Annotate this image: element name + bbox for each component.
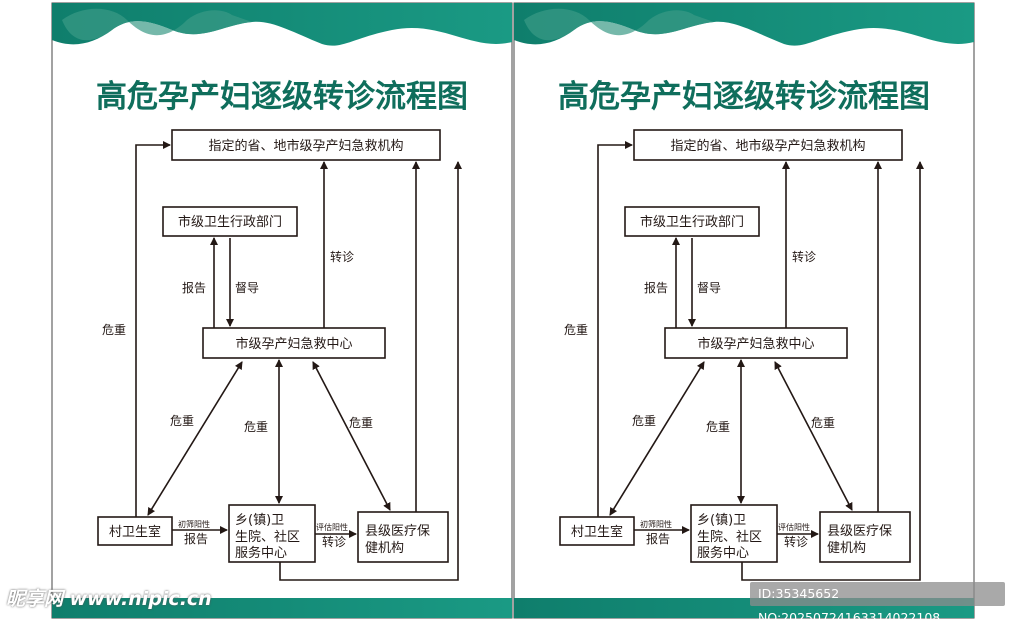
box-village	[97, 516, 173, 546]
arrow-village-to-top	[135, 141, 171, 517]
label-critical-2: 危重	[706, 420, 730, 434]
arrow-county-center	[312, 361, 391, 511]
box-center-label: 市级孕产妇急救中心	[697, 336, 814, 352]
arrow-township-to-top	[741, 161, 924, 581]
arrow-township-to-top	[279, 161, 462, 581]
box-admin-label: 市级卫生行政部门	[178, 214, 282, 230]
box-village-label: 村卫生室	[109, 524, 161, 540]
label-critical-2: 危重	[244, 420, 268, 434]
box-county-label-2: 健机构	[827, 541, 866, 556]
box-village-label: 村卫生室	[571, 524, 623, 540]
box-center-label: 市级孕产妇急救中心	[235, 336, 352, 352]
label-critical-left: 危重	[102, 323, 126, 337]
label-screen-report: 报告	[184, 531, 208, 546]
box-top-institution	[633, 129, 903, 161]
box-county	[819, 511, 911, 563]
label-report: 报告	[182, 280, 206, 295]
arrow-village-to-top	[597, 141, 633, 517]
watermark-id: ID:35345652 NO:20250724163314022108	[750, 582, 1005, 625]
label-supervise: 督导	[235, 280, 259, 295]
wave-decoration-light	[62, 8, 252, 41]
box-township	[228, 504, 316, 563]
label-transfer: 转诊	[792, 249, 816, 264]
wave-decoration	[514, 3, 974, 46]
box-county	[357, 511, 449, 563]
poster-panel: 高危孕产妇逐级转诊流程图 指定的省、地市级孕产妇急救机构 市级卫生行政部门 市级…	[513, 2, 975, 619]
box-top-label: 指定的省、地市级孕产妇急救机构	[208, 138, 403, 154]
box-township-label-2: 生院、社区	[697, 529, 762, 545]
label-assess-transfer: 转诊	[322, 534, 346, 549]
label-screen-report: 报告	[646, 531, 670, 546]
label-screen-positive: 初筛阳性	[178, 519, 210, 529]
box-township	[690, 504, 778, 563]
box-county-label-1: 县级医疗保	[365, 524, 430, 539]
label-report: 报告	[644, 280, 668, 295]
watermark-site: 昵享网 www.nipic.cn	[6, 588, 212, 610]
label-transfer: 转诊	[330, 249, 354, 264]
box-township-label-1: 乡(镇)卫	[235, 513, 284, 528]
label-critical-1: 危重	[632, 414, 656, 428]
box-township-label-2: 生院、社区	[235, 529, 300, 545]
poster-title: 高危孕产妇逐级转诊流程图	[96, 79, 468, 115]
wave-decoration-light	[524, 8, 714, 41]
box-township-label-3: 服务中心	[697, 545, 749, 561]
label-critical-1: 危重	[170, 414, 194, 428]
box-admin-label: 市级卫生行政部门	[640, 214, 744, 230]
poster-panel: 高危孕产妇逐级转诊流程图 指定的省、地市级孕产妇急救机构 市级卫生行政部门 市级…	[51, 2, 513, 619]
label-critical-left: 危重	[564, 323, 588, 337]
box-township-label-3: 服务中心	[235, 545, 287, 561]
poster-title: 高危孕产妇逐级转诊流程图	[558, 79, 930, 115]
label-assess-positive: 评估阳性	[778, 522, 810, 532]
arrow-village-center	[609, 361, 705, 516]
arrow-village-center	[147, 361, 243, 516]
label-assess-positive: 评估阳性	[316, 522, 348, 532]
box-admin	[162, 206, 298, 237]
box-center	[664, 327, 848, 359]
box-county-label-2: 健机构	[365, 541, 404, 556]
label-screen-positive: 初筛阳性	[640, 519, 672, 529]
box-center	[202, 327, 386, 359]
label-assess-transfer: 转诊	[784, 534, 808, 549]
box-admin	[624, 206, 760, 237]
label-critical-3: 危重	[811, 416, 835, 430]
box-county-label-1: 县级医疗保	[827, 524, 892, 539]
box-top-label: 指定的省、地市级孕产妇急救机构	[670, 138, 865, 154]
label-supervise: 督导	[697, 280, 721, 295]
box-top-institution	[171, 129, 441, 161]
bottom-band	[52, 598, 512, 618]
box-township-label-1: 乡(镇)卫	[697, 513, 746, 528]
arrow-county-center	[774, 361, 853, 511]
wave-decoration	[52, 3, 512, 46]
label-critical-3: 危重	[349, 416, 373, 430]
box-village	[559, 516, 635, 546]
